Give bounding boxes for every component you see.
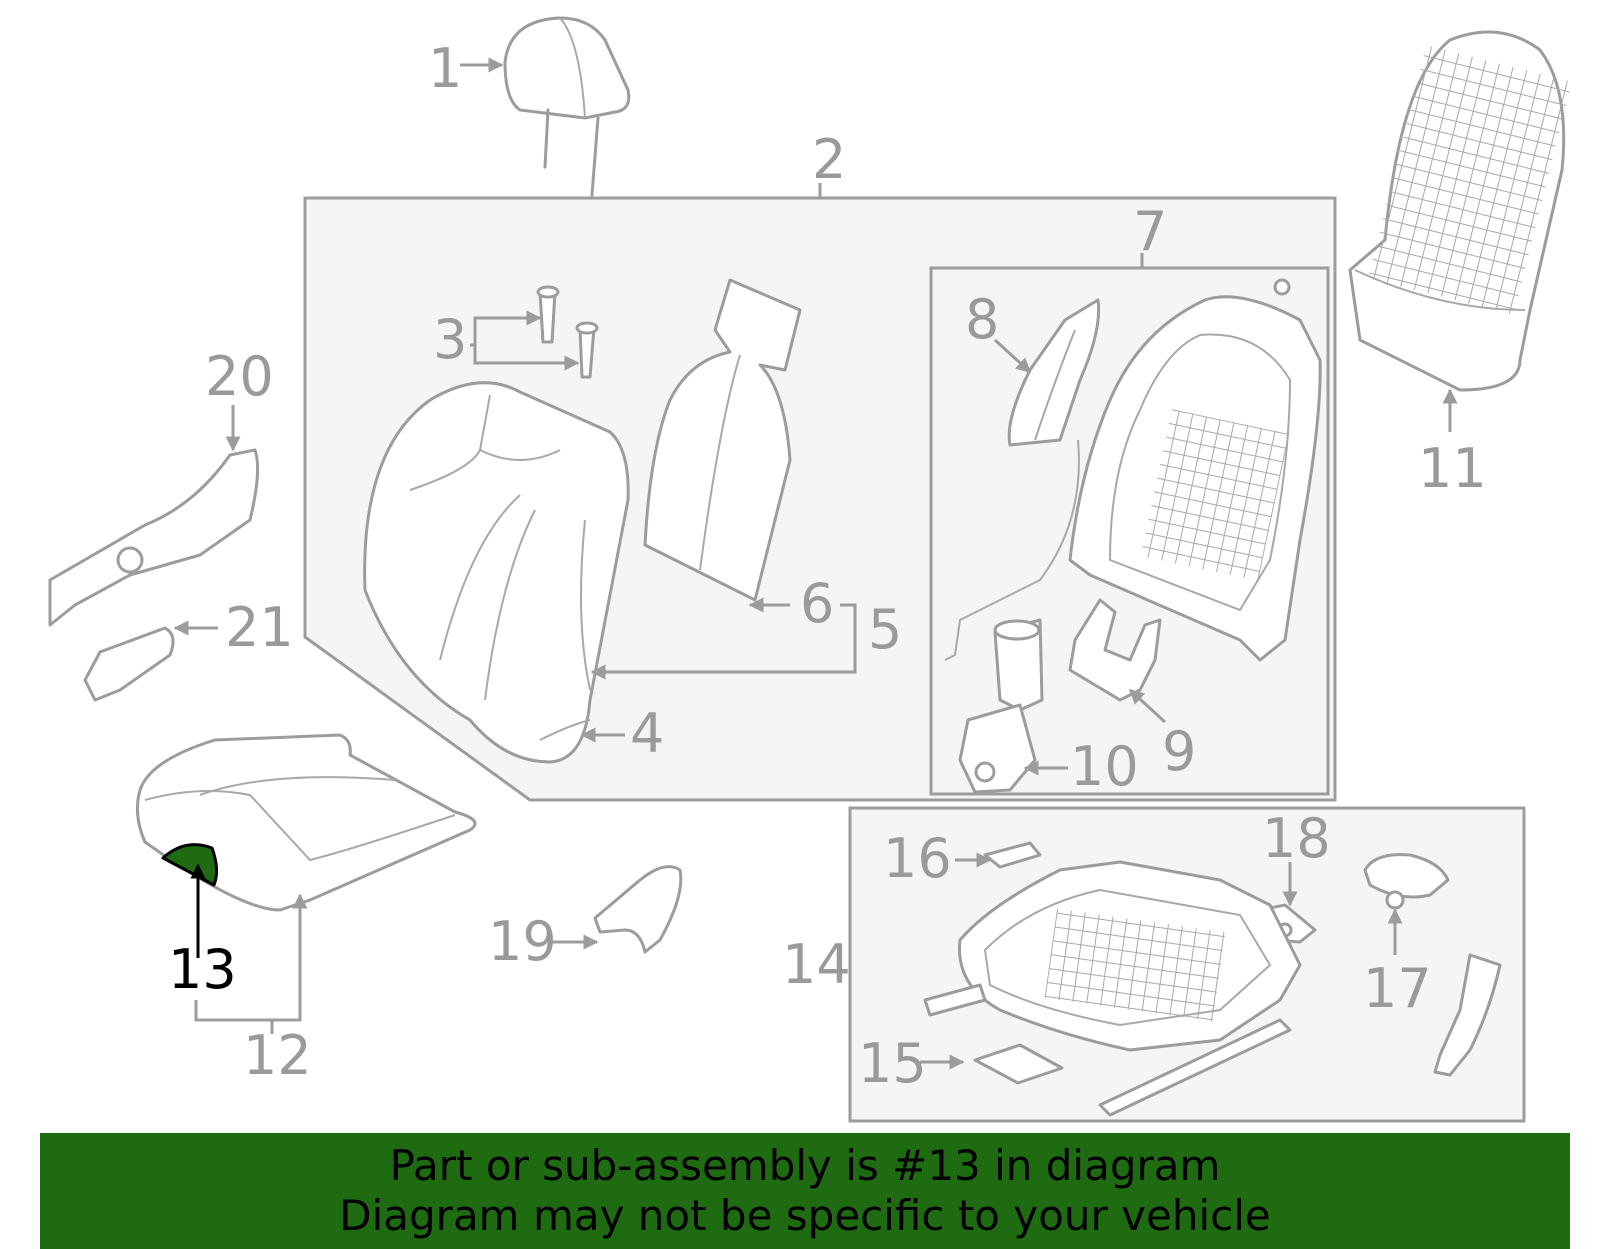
callout-7: 7 xyxy=(1133,200,1167,263)
headrest[interactable] xyxy=(503,16,631,197)
callout-9: 9 xyxy=(1162,720,1196,783)
callout-10: 10 xyxy=(1070,735,1139,798)
seat-switch-connector[interactable] xyxy=(983,841,1042,869)
callout-19: 19 xyxy=(488,910,557,973)
seat-back-cushion[interactable] xyxy=(363,381,630,764)
callout-16: 16 xyxy=(883,827,952,890)
seat-cushion[interactable] xyxy=(135,733,477,912)
callout-21: 21 xyxy=(225,596,294,659)
banner-line-2: Diagram may not be specific to your vehi… xyxy=(339,1191,1271,1240)
side-airbag[interactable] xyxy=(944,298,1101,661)
seat-back-panel[interactable] xyxy=(1348,30,1572,392)
callout-5: 5 xyxy=(868,598,902,661)
seat-back-frame[interactable] xyxy=(1068,278,1322,662)
side-shield[interactable] xyxy=(48,448,260,627)
callout-labels: 1 2 3 4 5 6 7 8 9 10 11 12 13 14 15 16 1… xyxy=(168,37,1487,1095)
callout-15: 15 xyxy=(858,1032,927,1095)
callout-11: 11 xyxy=(1418,437,1487,500)
headrest-guides[interactable] xyxy=(536,285,599,379)
callout-3: 3 xyxy=(433,308,467,371)
callout-2: 2 xyxy=(812,128,846,191)
frame-bracket[interactable] xyxy=(1068,598,1162,702)
control-module[interactable] xyxy=(973,1043,1064,1085)
callout-13: 13 xyxy=(168,938,237,1001)
leader-lines xyxy=(173,57,1458,1070)
callout-1: 1 xyxy=(428,37,462,100)
side-cover[interactable] xyxy=(83,626,175,702)
lumbar-motor[interactable] xyxy=(1363,853,1450,910)
callout-17: 17 xyxy=(1363,957,1432,1020)
seat-cushion-pad-highlight[interactable] xyxy=(161,843,219,887)
seat-back-board[interactable] xyxy=(643,278,802,602)
seat-track-frame[interactable] xyxy=(923,860,1302,1117)
part-info-banner: Part or sub-assembly is #13 in diagram D… xyxy=(40,1133,1570,1249)
callout-4: 4 xyxy=(630,702,664,765)
callout-18: 18 xyxy=(1262,807,1331,870)
callout-12: 12 xyxy=(243,1024,312,1087)
recliner-motor[interactable] xyxy=(958,618,1044,794)
callout-6: 6 xyxy=(800,572,834,635)
trim-cover[interactable] xyxy=(593,865,683,954)
callout-8: 8 xyxy=(965,288,999,351)
rail-cover[interactable] xyxy=(1433,953,1502,1077)
callout-14: 14 xyxy=(782,933,851,996)
callout-20: 20 xyxy=(205,345,274,408)
banner-line-1: Part or sub-assembly is #13 in diagram xyxy=(389,1141,1221,1190)
